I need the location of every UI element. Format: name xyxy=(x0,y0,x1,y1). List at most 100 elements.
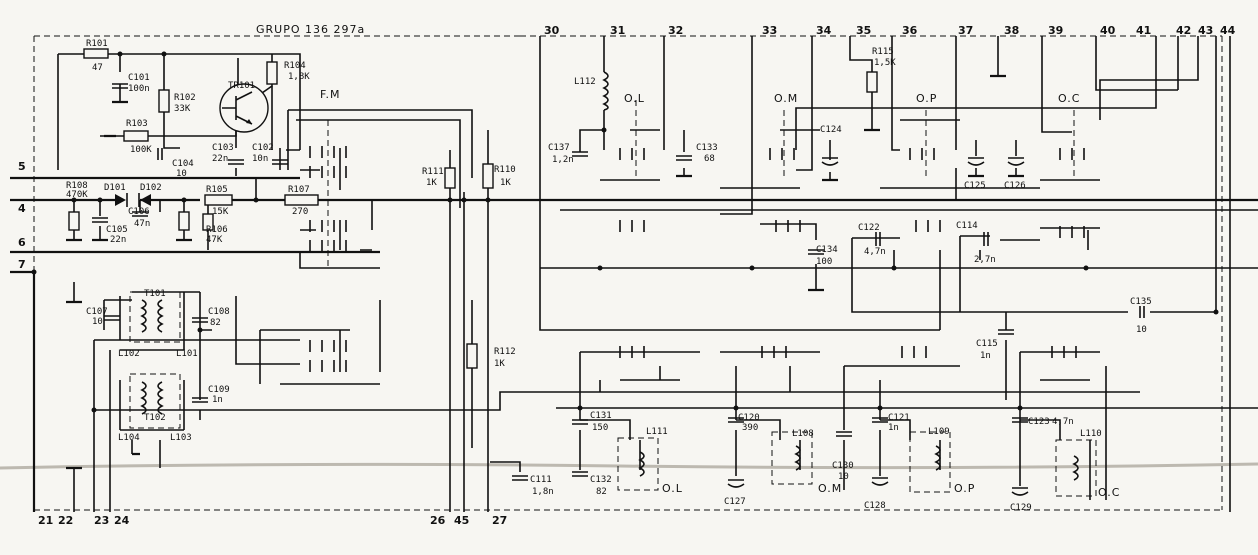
component-ref: R106 xyxy=(206,225,228,235)
terminal-label: 32 xyxy=(668,24,683,37)
component-value: 1K xyxy=(494,359,505,369)
terminal-label: 22 xyxy=(58,514,73,527)
component-ref: R102 xyxy=(174,93,196,103)
component-ref: T101 xyxy=(144,289,166,299)
paper-crease xyxy=(0,462,1258,470)
component-value: 82 xyxy=(210,318,221,328)
component-ref: C131 xyxy=(590,411,612,421)
component-ref: R104 xyxy=(284,61,306,71)
transistor-tr101 xyxy=(219,83,269,133)
component-ref: C123 xyxy=(1028,417,1050,427)
band-label-op-bottom: O.P xyxy=(954,482,975,495)
terminal-label: 31 xyxy=(610,24,625,37)
component-ref: D101 xyxy=(104,183,126,193)
terminal-label: 27 xyxy=(492,514,507,527)
component-ref: L101 xyxy=(176,349,198,359)
component-labels: R101 47 C101 100n R102 33K TR101 R104 1,… xyxy=(66,39,1152,513)
component-value: 22n xyxy=(110,235,126,245)
component-ref: L112 xyxy=(574,77,596,87)
component-value: 1K xyxy=(500,178,511,188)
component-value: 22n xyxy=(212,154,228,164)
terminal-label: 40 xyxy=(1100,24,1116,37)
component-value: 10 xyxy=(838,472,849,482)
component-ref: L103 xyxy=(170,433,192,443)
component-value: 1n xyxy=(980,351,991,361)
component-ref: T102 xyxy=(144,413,166,423)
component-value: 15K xyxy=(212,207,229,217)
component-ref: C106 xyxy=(128,207,150,217)
terminal-label: 43 xyxy=(1198,24,1213,37)
component-value: 33K xyxy=(174,104,191,114)
component-value: 4,7n xyxy=(1052,417,1074,427)
component-ref: TR101 xyxy=(228,81,255,91)
band-label-fm: F.M xyxy=(320,88,341,101)
component-ref: L108 xyxy=(792,429,814,439)
band-label-ol-bottom: O.L xyxy=(662,482,683,495)
diode-symbols xyxy=(115,193,151,207)
terminal-label: 33 xyxy=(762,24,777,37)
component-value: 47K xyxy=(206,235,223,245)
component-ref: C108 xyxy=(208,307,230,317)
terminal-label: 39 xyxy=(1048,24,1063,37)
component-ref: C103 xyxy=(212,143,234,153)
component-value: 470K xyxy=(66,190,88,200)
component-ref: R107 xyxy=(288,185,310,195)
component-value: 4,7n xyxy=(864,247,886,257)
component-ref: L110 xyxy=(1080,429,1102,439)
band-label-oc-top: O.C xyxy=(1058,92,1080,105)
component-ref: D102 xyxy=(140,183,162,193)
component-ref: C133 xyxy=(696,143,718,153)
terminal-label: 41 xyxy=(1136,24,1151,37)
component-ref: C130 xyxy=(832,461,854,471)
component-value: 1,2n xyxy=(552,155,574,165)
left-terminal-labels: 5 4 6 7 xyxy=(18,160,26,271)
band-label-ol-top: O.L xyxy=(624,92,645,105)
component-ref: C134 xyxy=(816,245,838,255)
component-value: 1,8K xyxy=(288,72,310,82)
component-ref: C105 xyxy=(106,225,128,235)
band-label-om-top: O.M xyxy=(774,92,798,105)
component-ref: L109 xyxy=(928,427,950,437)
component-ref: C121 xyxy=(888,413,910,423)
component-ref: C107 xyxy=(86,307,108,317)
component-value: 100n xyxy=(128,84,150,94)
component-ref: C135 xyxy=(1130,297,1152,307)
component-ref: C127 xyxy=(724,497,746,507)
component-ref: C128 xyxy=(864,501,886,511)
component-ref: L111 xyxy=(646,427,668,437)
component-ref: R108 xyxy=(66,181,88,191)
fm-front-end-wiring xyxy=(10,53,1258,512)
component-ref: C124 xyxy=(820,125,842,135)
terminal-label: 42 xyxy=(1176,24,1191,37)
bottom-terminal-labels: 21 22 23 24 26 45 27 xyxy=(38,514,507,527)
component-ref: C101 xyxy=(128,73,150,83)
component-ref: C129 xyxy=(1010,503,1032,513)
terminal-label: 44 xyxy=(1220,24,1236,37)
terminal-label: 5 xyxy=(18,160,26,173)
component-value: 10n xyxy=(252,154,268,164)
component-ref: L104 xyxy=(118,433,140,443)
component-value: 100 xyxy=(816,257,832,267)
component-ref: C122 xyxy=(858,223,880,233)
component-value: 82 xyxy=(596,487,607,497)
component-ref: R111 xyxy=(422,167,444,177)
component-value: 10 xyxy=(92,317,103,327)
band-label-op-top: O.P xyxy=(916,92,937,105)
terminal-label: 45 xyxy=(454,514,469,527)
band-label-oc-bottom: O.C xyxy=(1098,486,1120,499)
component-ref: C115 xyxy=(976,339,998,349)
component-ref: R112 xyxy=(494,347,516,357)
terminal-label: 34 xyxy=(816,24,832,37)
junction-dots xyxy=(31,51,1219,413)
terminal-label: 30 xyxy=(544,24,560,37)
terminal-label: 23 xyxy=(94,514,109,527)
component-ref: C104 xyxy=(172,159,194,169)
component-ref: C120 xyxy=(738,413,760,423)
component-ref: R115 xyxy=(872,47,894,57)
capacitor-symbols xyxy=(92,83,1145,496)
component-ref: L102 xyxy=(118,349,140,359)
inductor-symbols xyxy=(129,71,1097,497)
component-ref: R103 xyxy=(126,119,148,129)
component-value: 100K xyxy=(130,145,152,155)
terminal-label: 36 xyxy=(902,24,918,37)
